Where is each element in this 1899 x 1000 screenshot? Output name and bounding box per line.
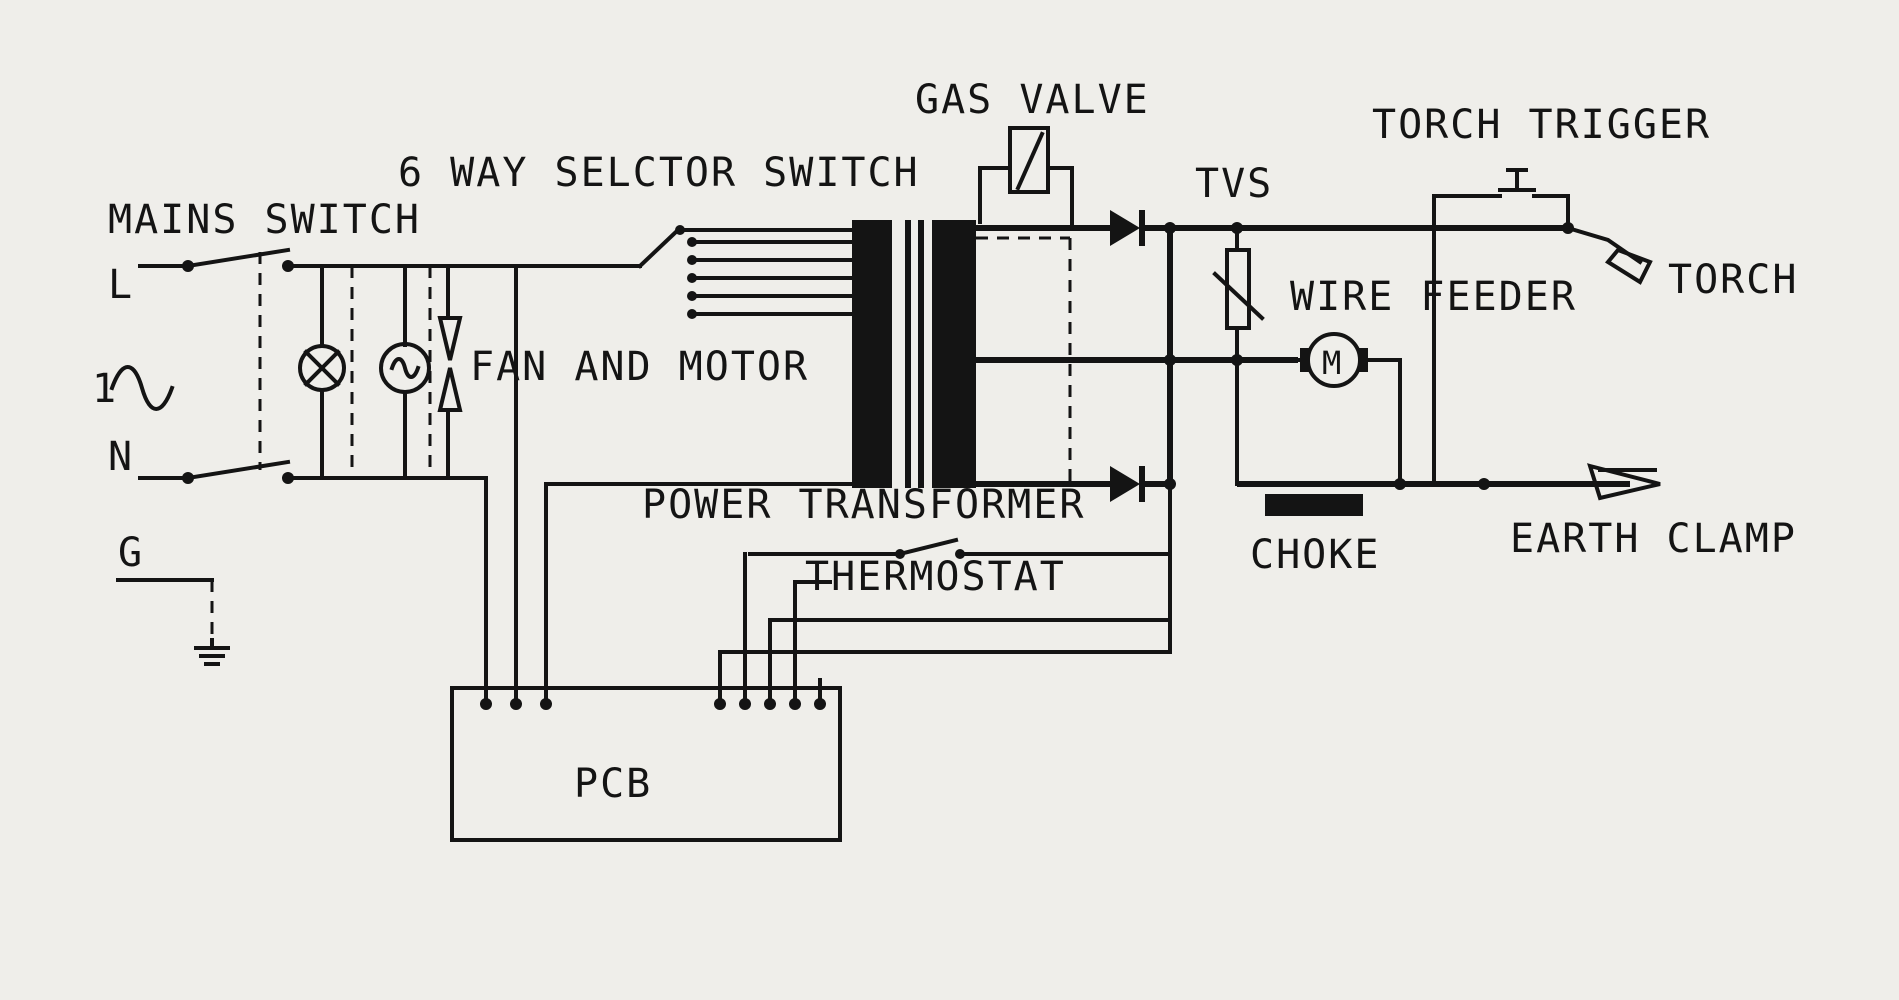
torch-icon: [1604, 247, 1653, 285]
label-neutral-n: N: [108, 434, 134, 480]
wire-feeder-motor: M: [1235, 332, 1402, 486]
mains-wiring: [109, 247, 642, 702]
label-single-phase: 1: [92, 366, 118, 412]
power-transformer: [852, 220, 976, 488]
fan-component-icon: [437, 264, 463, 480]
label-selector-switch: 6 WAY SELCTOR SWITCH: [398, 150, 920, 196]
label-thermostat: THERMOSTAT: [805, 554, 1066, 600]
label-ground-g: G: [118, 530, 144, 576]
label-torch-trigger: TORCH TRIGGER: [1372, 102, 1711, 148]
label-tvs: TVS: [1195, 161, 1273, 207]
diode-top-icon: [1110, 210, 1140, 246]
label-line-l: L: [108, 262, 134, 308]
torch-trigger-icon: [1432, 168, 1570, 486]
secondary-wiring: [976, 210, 1653, 502]
indicator-lamp-icon: [298, 264, 346, 480]
tvs-icon: [1212, 226, 1265, 362]
diode-bottom-icon: [1110, 466, 1140, 502]
sine-wave-icon: [109, 365, 175, 411]
gas-valve-icon: [978, 126, 1074, 230]
label-power-transformer: POWER TRANSFORMER: [642, 482, 1085, 528]
label-fan-and-motor: FAN AND MOTOR: [470, 344, 809, 390]
label-torch: TORCH: [1668, 257, 1798, 303]
pcb-box: [450, 482, 1172, 842]
thermostat-icon: [748, 537, 1172, 559]
selector-switch: [637, 225, 854, 319]
fan-motor-icon: [379, 264, 431, 480]
motor-m-label: M: [1322, 344, 1343, 382]
label-mains-switch: MAINS SWITCH: [108, 197, 421, 243]
label-earth-clamp: EARTH CLAMP: [1510, 516, 1797, 562]
label-pcb: PCB: [574, 761, 652, 807]
label-choke: CHOKE: [1250, 532, 1380, 578]
earth-clamp-icon: [1587, 463, 1661, 501]
label-gas-valve: GAS VALVE: [915, 77, 1150, 123]
